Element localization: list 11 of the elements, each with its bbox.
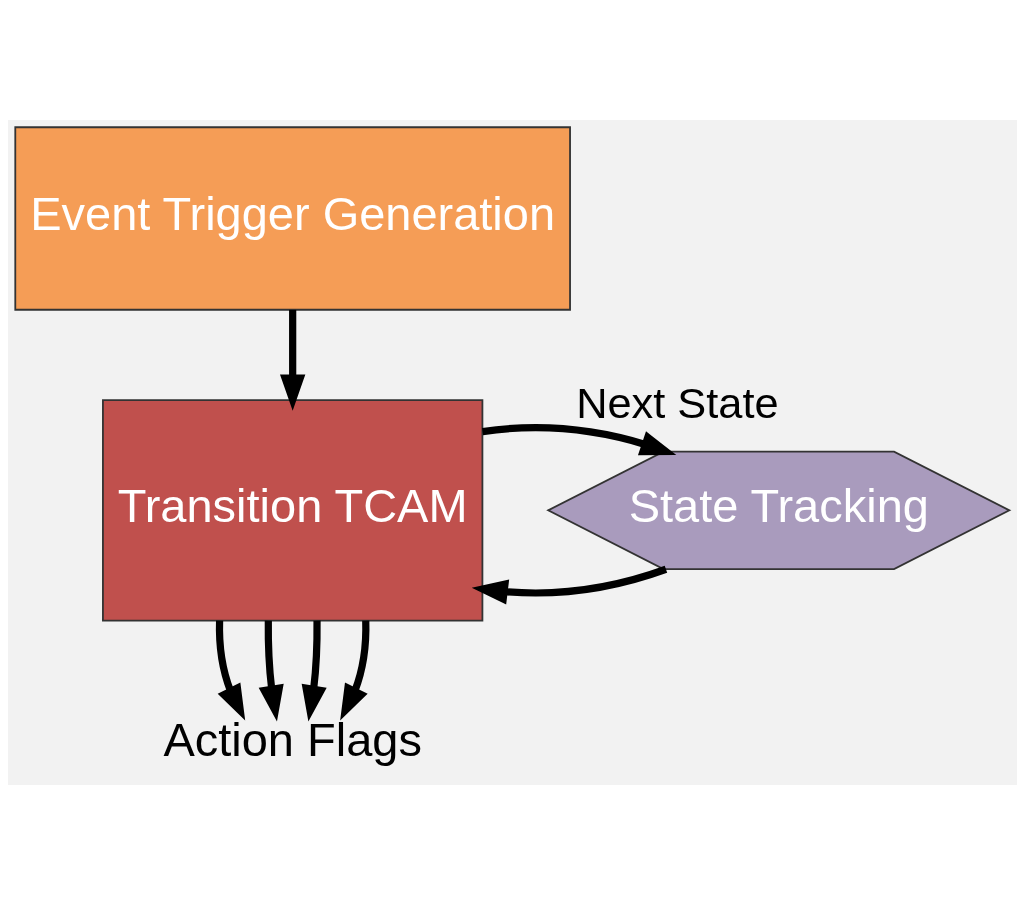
arrow <box>301 620 327 722</box>
arrow <box>482 424 677 456</box>
arrow <box>280 309 306 411</box>
node-text: Action Flags <box>163 712 422 766</box>
arrow <box>215 620 246 721</box>
arrow <box>258 620 284 722</box>
arrow <box>471 565 668 605</box>
arrow <box>340 620 370 721</box>
node-box: Event Trigger Generation <box>14 126 571 311</box>
node-box: Transition TCAM <box>102 399 484 622</box>
edge-label: Next State <box>576 378 779 427</box>
